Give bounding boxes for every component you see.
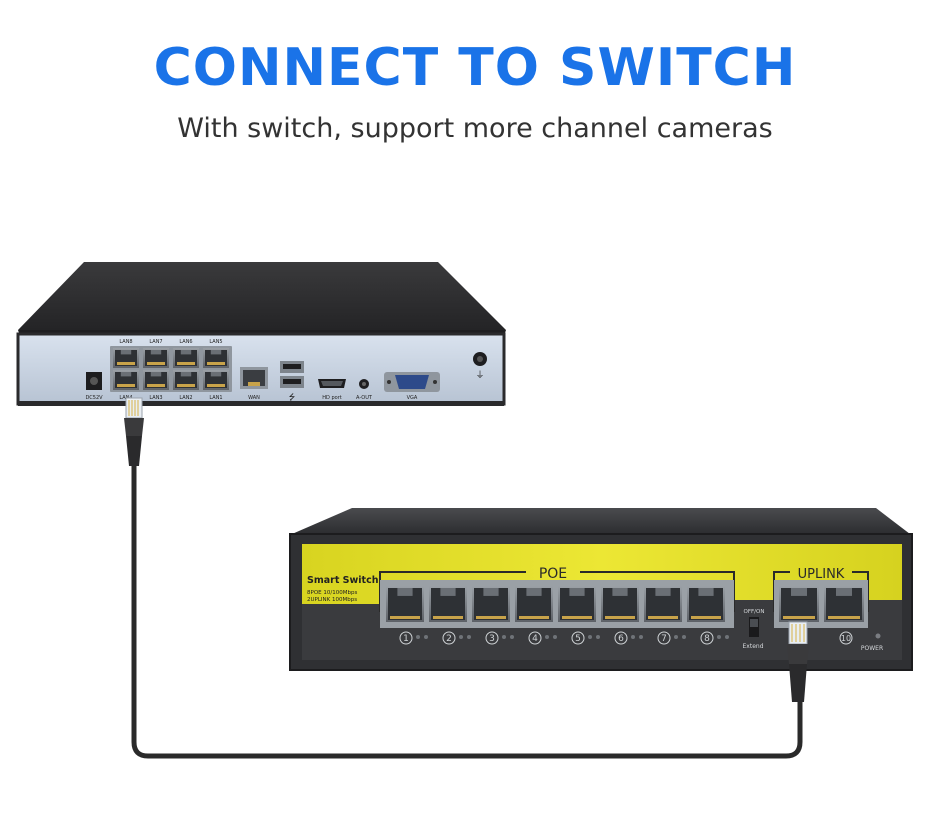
- switch-brand: Smart Switch: [307, 575, 379, 586]
- wan-label: WAN: [248, 395, 260, 401]
- lan5-label: LAN5: [209, 339, 222, 345]
- lan3-label: LAN3: [149, 395, 162, 401]
- port-number-ring: [528, 631, 542, 645]
- page-title: CONNECT TO SWITCH: [153, 38, 797, 98]
- rj45-port: [386, 586, 424, 622]
- rj45-port: [143, 348, 169, 368]
- rj45-plug-icon: [787, 621, 809, 702]
- page-subtitle: With switch, support more channel camera…: [177, 113, 773, 144]
- port-number-rings: [399, 631, 714, 645]
- port-number-ring: [399, 631, 413, 645]
- status-led: [467, 635, 471, 639]
- port-number: 6: [618, 634, 624, 644]
- status-led: [510, 635, 514, 639]
- port-numbers: 1 2 3 4 5 6 7 8: [403, 634, 710, 644]
- rj45-port: [644, 586, 682, 622]
- power-label: POWER: [861, 645, 883, 652]
- rj45-port: [687, 586, 725, 622]
- lan1-label: LAN1: [209, 395, 222, 401]
- status-led: [416, 635, 420, 639]
- audio-out-jack: [359, 379, 369, 389]
- status-led: [502, 635, 506, 639]
- rj45-port: [173, 370, 199, 390]
- port-number-ring: [571, 631, 585, 645]
- lan-ports: [113, 348, 229, 390]
- toggle-label: OFF/ON: [744, 609, 765, 615]
- status-led: [725, 635, 729, 639]
- rj45-port: [173, 348, 199, 368]
- status-led: [596, 635, 600, 639]
- port-number-ring: [657, 631, 671, 645]
- rj45-port: [143, 370, 169, 390]
- port-number: 7: [661, 634, 667, 644]
- status-leds: [416, 635, 729, 639]
- dc-label: DC52V: [85, 395, 103, 401]
- lan2-label: LAN2: [179, 395, 192, 401]
- rj45-port: [515, 586, 553, 622]
- aout-label: A-OUT: [356, 395, 373, 401]
- hdmi-label: HD port: [322, 395, 341, 401]
- status-led: [459, 635, 463, 639]
- status-led: [424, 635, 428, 639]
- vga-label: VGA: [407, 395, 418, 401]
- port-number-ring: [442, 631, 456, 645]
- rj45-port: [203, 370, 229, 390]
- status-led: [545, 635, 549, 639]
- lan7-label: LAN7: [149, 339, 162, 345]
- extend-toggle-switch[interactable]: [749, 617, 759, 637]
- poe-switch: Smart Switch 8POE 10/100Mbps 2UPLINK 100…: [289, 508, 913, 671]
- status-led: [631, 635, 635, 639]
- hdmi-port: [318, 379, 346, 388]
- port-number: 4: [532, 634, 538, 644]
- dc-power-jack: [86, 372, 102, 390]
- switch-spec-line1: 8POE 10/100Mbps: [307, 590, 357, 596]
- port-number-ring: [485, 631, 499, 645]
- rj45-port: [113, 348, 139, 368]
- rj45-port: [824, 586, 864, 622]
- uplink-port-number: 10: [841, 634, 851, 643]
- lan8-label: LAN8: [119, 339, 132, 345]
- power-led: [875, 633, 881, 639]
- status-led: [674, 635, 678, 639]
- usb-icon: ⭍: [289, 393, 296, 402]
- lan-port-block: [110, 346, 232, 392]
- ground-icon: ⏚: [475, 370, 484, 381]
- port-number: 5: [575, 634, 581, 644]
- rj45-port: [558, 586, 596, 622]
- rj45-port: [601, 586, 639, 622]
- port-number: 1: [403, 634, 409, 644]
- uplink-ports: [779, 586, 864, 622]
- network-cable: [131, 459, 803, 759]
- status-led: [553, 635, 557, 639]
- ground-screw: [473, 352, 487, 366]
- extend-label: Extend: [743, 643, 764, 650]
- rj45-port: [472, 586, 510, 622]
- status-led: [682, 635, 686, 639]
- rj45-port: [779, 586, 819, 622]
- nvr-recorder: DC52V LAN8 LAN7 LAN6 LAN5 LAN4 LAN3 LAN2…: [16, 262, 506, 406]
- status-led: [588, 635, 592, 639]
- switch-spec-line2: 2UPLINK 100Mbps: [307, 597, 357, 603]
- rj45-port: [113, 370, 139, 390]
- status-led: [639, 635, 643, 639]
- usb-ports: [280, 361, 304, 388]
- rj45-port: [203, 348, 229, 368]
- port-number-ring: [614, 631, 628, 645]
- wan-port: [240, 367, 268, 389]
- port-number: 2: [446, 634, 452, 644]
- port-number: 8: [704, 634, 710, 644]
- status-led: [717, 635, 721, 639]
- vga-port: [384, 372, 440, 392]
- port-number: 3: [489, 634, 495, 644]
- rj45-plug-icon: [124, 397, 144, 466]
- rj45-port: [429, 586, 467, 622]
- lan6-label: LAN6: [179, 339, 192, 345]
- poe-ports: [386, 586, 725, 622]
- port-number-ring: [700, 631, 714, 645]
- uplink-label: UPLINK: [798, 567, 845, 582]
- poe-label: POE: [539, 566, 567, 582]
